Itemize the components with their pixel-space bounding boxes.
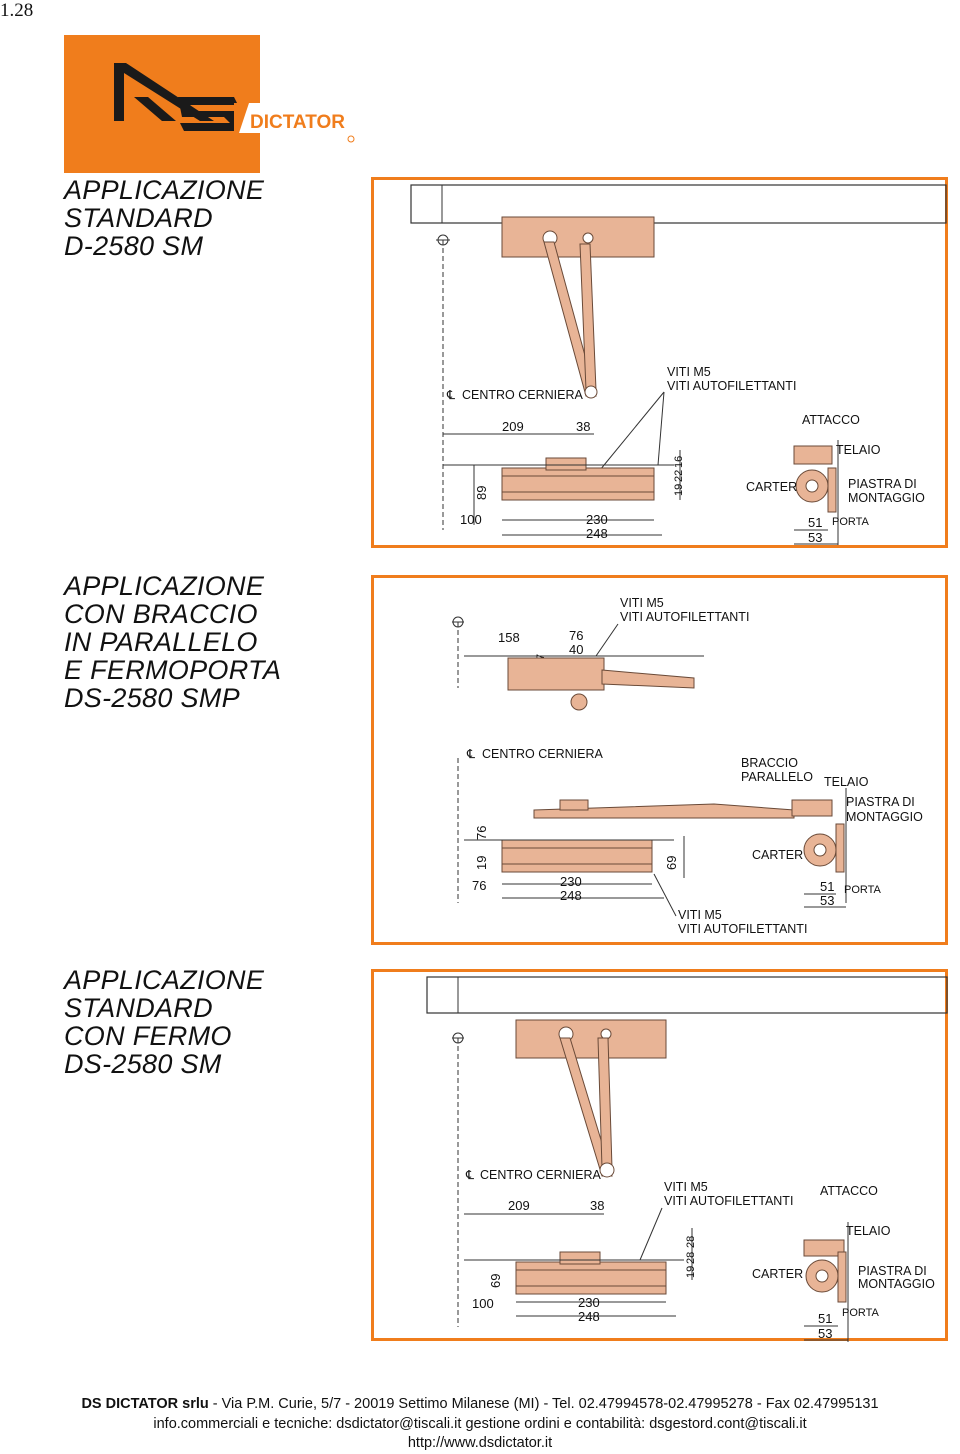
dim-248: 248 — [586, 526, 608, 541]
page-number: 1.28 — [0, 0, 34, 21]
carter-label-2: CARTER — [752, 848, 803, 862]
dim-16: 16 — [673, 456, 685, 468]
diagram-panel-parallel: VITI M5 VITI AUTOFILETTANTI 158 76 40 7 … — [371, 575, 948, 945]
dim-19-p: 19 — [474, 856, 489, 870]
arm-label-1: BRACCIO — [741, 756, 798, 770]
dim-19: 19 — [673, 484, 685, 496]
dim-28-b: 28 — [685, 1236, 697, 1248]
dim-100-s: 100 — [472, 1296, 494, 1311]
screws-bottom-label-1: VITI M5 — [678, 908, 722, 922]
section-3-title: APPLICAZIONE STANDARD CON FERMO DS-2580 … — [64, 965, 265, 1079]
dim-22: 22 — [673, 470, 685, 482]
dim-76-vertical: 76 — [474, 826, 489, 840]
dim-209: 209 — [502, 419, 524, 434]
diagram-stop: CENTRO CERNIERA ℄ VITI M5 VITI AUTOFILET… — [426, 976, 948, 1342]
footer-address: DS DICTATOR srlu - Via P.M. Curie, 5/7 -… — [0, 1396, 960, 1413]
dim-89: 89 — [474, 486, 489, 500]
dim-53: 53 — [808, 530, 822, 545]
dim-51-s: 51 — [818, 1311, 832, 1326]
frame-label: TELAIO — [836, 443, 881, 457]
screws-label-3-2: VITI AUTOFILETTANTI — [664, 1194, 793, 1208]
hinge-center-label-2: CENTRO CERNIERA — [482, 747, 604, 761]
plate-label-3-2: MONTAGGIO — [858, 1277, 935, 1291]
logo-text: DICTATOR — [250, 112, 345, 133]
plate-label-2: MONTAGGIO — [848, 491, 925, 505]
diagram-parallel: VITI M5 VITI AUTOFILETTANTI 158 76 40 7 … — [452, 596, 923, 936]
footer-website[interactable]: http://www.dsdictator.it — [407, 1435, 553, 1451]
door-label-3: PORTA — [842, 1307, 880, 1319]
dim-40: 40 — [569, 642, 583, 657]
dim-248-p: 248 — [560, 888, 582, 903]
centerline-symbol: ℄ — [446, 388, 456, 402]
footer-company: DS DICTATOR srlu — [81, 1396, 209, 1412]
dim-19-s: 19 — [685, 1266, 697, 1278]
dim-28-a: 28 — [685, 1252, 697, 1264]
screws-label-3-1: VITI M5 — [664, 1180, 708, 1194]
dim-100: 100 — [460, 512, 482, 527]
plate-label-2-2: MONTAGGIO — [846, 810, 923, 824]
footer-emails: info.commerciali e tecniche: dsdictator@… — [153, 1416, 807, 1432]
centerline-symbol-3: ℄ — [465, 1168, 475, 1182]
dim-209-s: 209 — [508, 1198, 530, 1213]
centerline-symbol-2: ℄ — [466, 747, 476, 761]
diagram-panel-standard: CENTRO CERNIERA ℄ VITI M5 VITI AUTOFILET… — [371, 177, 948, 548]
hinge-center-label-3: CENTRO CERNIERA — [480, 1168, 602, 1182]
dim-53-s: 53 — [818, 1326, 832, 1341]
screws-top-label-1: VITI M5 — [620, 596, 664, 610]
dim-230-p: 230 — [560, 874, 582, 889]
section-2-title: APPLICAZIONE CON BRACCIO IN PARALLELO E … — [64, 571, 282, 713]
dim-230: 230 — [586, 512, 608, 527]
frame-label-2: TELAIO — [824, 775, 869, 789]
attachment-label-3: ATTACCO — [820, 1184, 878, 1198]
carter-label-3: CARTER — [752, 1267, 803, 1281]
screws-label-2: VITI AUTOFILETTANTI — [667, 379, 796, 393]
dim-51-p: 51 — [820, 879, 834, 894]
footer-address-text: - Via P.M. Curie, 5/7 - 20019 Settimo Mi… — [208, 1396, 879, 1412]
dim-248-s: 248 — [578, 1309, 600, 1324]
door-label: PORTA — [832, 516, 870, 528]
carter-label: CARTER — [746, 480, 797, 494]
dim-69-s: 69 — [488, 1274, 503, 1288]
dictator-logo: DICTATOR — [114, 63, 355, 143]
screws-label-1: VITI M5 — [667, 365, 711, 379]
diagram-panel-stop: CENTRO CERNIERA ℄ VITI M5 VITI AUTOFILET… — [371, 969, 948, 1342]
attachment-label: ATTACCO — [802, 413, 860, 427]
screws-top-label-2: VITI AUTOFILETTANTI — [620, 610, 749, 624]
plate-label-3-1: PIASTRA DI — [858, 1264, 927, 1278]
dim-7: 7 — [535, 654, 547, 660]
arm-label-2: PARALLELO — [741, 770, 813, 784]
dim-76-bottom: 76 — [472, 878, 486, 893]
dim-69-p: 69 — [664, 856, 679, 870]
dim-158: 158 — [498, 630, 520, 645]
door-label-2: PORTA — [844, 884, 882, 896]
dim-53-p: 53 — [820, 893, 834, 908]
dim-38-s: 38 — [590, 1198, 604, 1213]
plate-label-2-1: PIASTRA DI — [846, 795, 915, 809]
dim-51: 51 — [808, 515, 822, 530]
frame-label-3: TELAIO — [846, 1224, 891, 1238]
dim-76-top: 76 — [569, 628, 583, 643]
dim-38: 38 — [576, 419, 590, 434]
screws-bottom-label-2: VITI AUTOFILETTANTI — [678, 922, 807, 936]
hinge-center-label: CENTRO CERNIERA — [462, 388, 584, 402]
diagram-standard: CENTRO CERNIERA ℄ VITI M5 VITI AUTOFILET… — [410, 184, 947, 545]
dim-230-s: 230 — [578, 1295, 600, 1310]
section-1-title: APPLICAZIONE STANDARD D-2580 SM — [64, 175, 265, 261]
plate-label-1: PIASTRA DI — [848, 477, 917, 491]
